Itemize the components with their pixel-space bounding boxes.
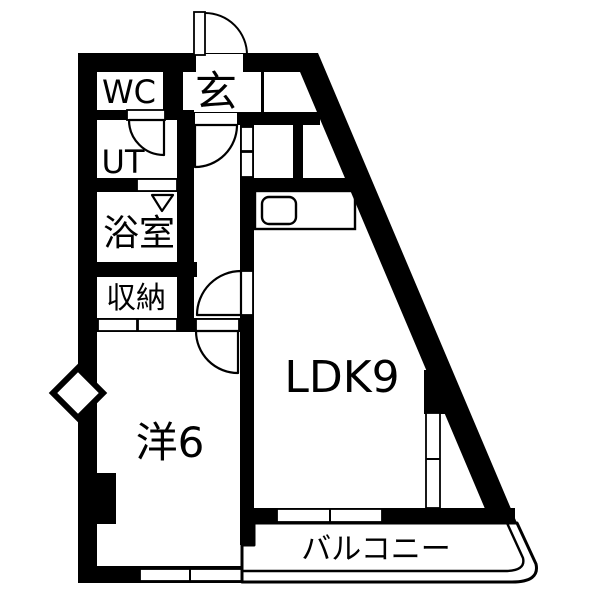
entrance-door-leaf [193, 11, 206, 56]
wall-bath-bottom [95, 262, 197, 277]
balcony-outline [240, 521, 538, 584]
balcony-inner-rail [242, 522, 525, 573]
label-western-room: 洋6 [136, 418, 205, 467]
ldk-balcony-window [276, 508, 383, 523]
wall-hall-left [177, 110, 194, 318]
hall-closet-door-lower [240, 151, 254, 178]
wall-stub-right [424, 370, 448, 414]
ldk-side-window [425, 412, 441, 509]
label-ldk: LDK9 [284, 352, 399, 403]
kitchen-sink [260, 195, 298, 226]
hall-door-arc [193, 123, 239, 169]
bath-opening [136, 178, 178, 192]
west-room-window [139, 568, 245, 582]
storage-door-right [137, 318, 178, 332]
ldk-door-arc [195, 269, 243, 317]
wall-hall-ldk [240, 112, 254, 545]
hall-closet-door-upper [240, 126, 254, 152]
wall-kitchen-top [253, 178, 353, 191]
wall-wc-entrance-divider [163, 53, 183, 120]
label-balcony: バルコニー [301, 532, 450, 567]
entrance-opening [196, 54, 243, 72]
wall-diagonal [292, 53, 517, 523]
label-entrance: 玄 [195, 67, 237, 116]
wc-door-arc [127, 118, 166, 157]
bay-corner-marker [48, 363, 108, 423]
label-wc: WC [102, 73, 156, 111]
ldk-door-leaf [240, 270, 254, 316]
doors-and-windows [48, 11, 441, 582]
label-utility: UT [102, 143, 145, 181]
pillar-west-room [80, 473, 116, 524]
entrance-door-arc [204, 12, 248, 56]
west-room-door-arc [194, 329, 240, 375]
storage-door-left [97, 318, 138, 332]
wall-entrance-right-thin [261, 70, 264, 112]
hall-opening [195, 113, 237, 124]
kitchen [253, 189, 357, 231]
wc-door-leaf [126, 109, 166, 121]
wall-closet-right [293, 125, 303, 180]
room-labels: WC 玄 UT 浴室 収納 洋6 LDK9 バルコニー [102, 67, 451, 567]
west-room-door-leaf [195, 318, 240, 332]
bath-folding-door-marker [150, 193, 175, 213]
label-bathroom: 浴室 [103, 213, 175, 254]
label-storage: 収納 [106, 281, 166, 316]
